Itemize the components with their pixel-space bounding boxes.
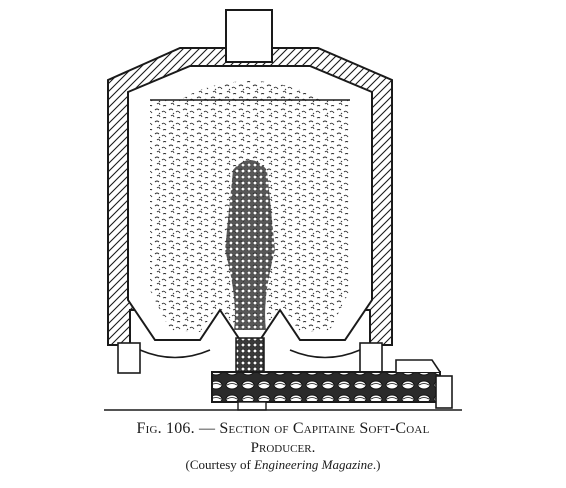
caption-dash: — bbox=[199, 420, 216, 437]
gas-outlet bbox=[225, 9, 273, 63]
screw-conveyor bbox=[211, 359, 453, 411]
credit-prefix: (Courtesy of bbox=[185, 457, 255, 472]
figure-number: Fig. 106. bbox=[136, 420, 195, 437]
figure-caption-title: Fig. 106. — Section of Capitaine Soft-Co… bbox=[0, 420, 566, 438]
figure-credit: (Courtesy of Engineering Magazine.) bbox=[0, 457, 566, 473]
credit-suffix: .) bbox=[372, 457, 381, 472]
figure-caption-title-continued: Producer. bbox=[0, 440, 566, 457]
base-supports bbox=[117, 337, 383, 375]
caption-title-line2: Producer. bbox=[250, 440, 316, 456]
fuel-chamber bbox=[127, 65, 373, 341]
producer-section-drawing bbox=[104, 9, 462, 411]
caption-title-line1: Section of Capitaine Soft-Coal bbox=[219, 420, 430, 437]
credit-source: Engineering Magazine bbox=[254, 457, 373, 472]
